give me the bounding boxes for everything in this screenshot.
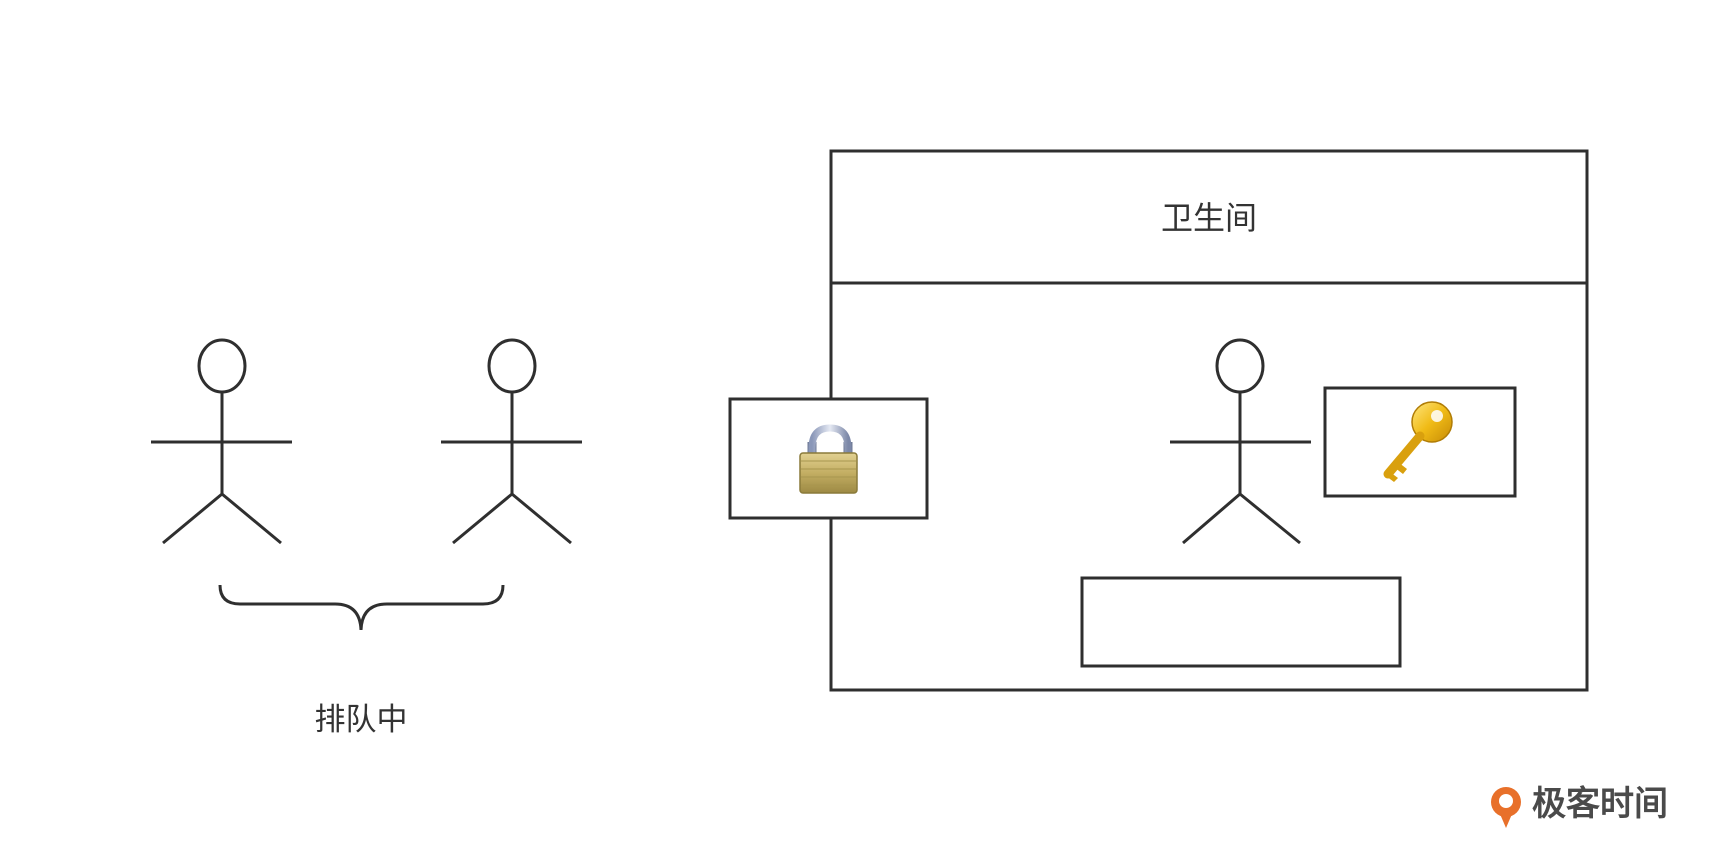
toilet-box xyxy=(1080,576,1402,668)
person-icon xyxy=(441,338,582,545)
key-icon xyxy=(1383,401,1453,482)
person-icon xyxy=(151,338,292,545)
person-icon xyxy=(1170,338,1311,545)
padlock-icon xyxy=(799,424,858,494)
queue-label: 排队中 xyxy=(315,702,408,738)
watermark-text: 极客时间 xyxy=(1532,784,1668,824)
geektime-logo-icon xyxy=(1491,787,1521,828)
bathroom-title: 卫生间 xyxy=(1161,199,1257,237)
queue-brace xyxy=(218,584,505,631)
